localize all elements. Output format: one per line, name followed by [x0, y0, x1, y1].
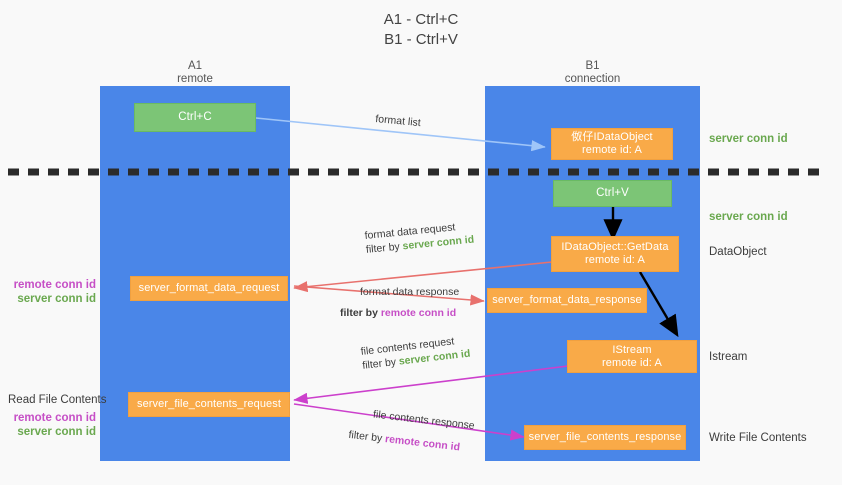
box-server-format-data-response-label: server_format_data_response [492, 294, 642, 306]
box-server-file-contents-response[interactable]: server_file_contents_response [524, 425, 686, 450]
right-label-server-conn-id-top: server conn id [709, 133, 788, 145]
edge-label-format-data-response-filter: filter by remote conn id [340, 306, 459, 320]
filter-prefix: filter by [340, 307, 381, 319]
filter-prefix: filter by [365, 240, 404, 256]
diagram-title: A1 - Ctrl+C B1 - Ctrl+V [0, 10, 842, 50]
edge-label-format-data-response: format data response filter by remote co… [340, 285, 460, 320]
box-istream-line1: IStream [612, 343, 652, 356]
box-istream[interactable]: IStream remote id: A [567, 340, 697, 373]
box-istream-line2: remote id: A [602, 356, 662, 369]
box-server-format-data-request-label: server_format_data_request [138, 282, 280, 294]
right-label-istream: Istream [709, 351, 748, 363]
lane-header-a1: A1 remote [100, 60, 290, 86]
box-server-file-contents-response-label: server_file_contents_response [528, 431, 682, 443]
lane-header-a1-name: A1 [187, 60, 203, 72]
box-getdata-line1: IDataObject::GetData [561, 241, 669, 253]
box-server-file-contents-request[interactable]: server_file_contents_request [128, 392, 290, 417]
left-label-server-conn-id-2: server conn id [17, 426, 96, 438]
box-server-format-data-response[interactable]: server_format_data_response [487, 288, 647, 313]
right-label-dataobject: DataObject [709, 246, 767, 258]
diagram-title-line2: B1 - Ctrl+V [384, 31, 458, 48]
edge-label-file-contents-response-text: file contents response [372, 408, 476, 432]
edge-label-file-contents-response: file contents response filter by remote … [348, 405, 476, 456]
edge-label-format-data-request: format data request filter by server con… [364, 219, 475, 257]
lane-header-b1-sub: connection [564, 73, 621, 85]
box-idataobject-line1: 伮仔IDataObject [571, 131, 653, 143]
edge-label-file-contents-response-filter: filter by remote conn id [348, 428, 473, 456]
lane-header-a1-sub: remote [177, 73, 213, 85]
edge-label-file-contents-request: file contents request filter by server c… [360, 333, 471, 373]
edge-label-format-list: format list [375, 112, 422, 130]
box-idataobject-remote[interactable]: 伮仔IDataObject remote id: A [551, 128, 673, 160]
edge-label-format-list-text: format list [374, 112, 422, 130]
lane-header-b1: B1 connection [485, 60, 700, 86]
filter-key-remote-conn-id: remote conn id [384, 433, 461, 454]
diagram-title-line1: A1 - Ctrl+C [383, 11, 459, 28]
left-label-group-file: remote conn id server conn id [10, 411, 96, 439]
right-label-server-conn-id-second: server conn id [709, 211, 788, 223]
box-ctrl-c[interactable]: Ctrl+C [134, 103, 256, 132]
box-idataobject-line2: remote id: A [582, 144, 642, 156]
left-label-remote-conn-id-1: remote conn id [13, 279, 96, 291]
box-ctrl-v-label: Ctrl+V [596, 187, 629, 199]
left-label-group-format: remote conn id server conn id [10, 278, 96, 306]
box-server-format-data-request[interactable]: server_format_data_request [130, 276, 288, 301]
lane-header-b1-name: B1 [585, 60, 600, 72]
right-label-write-file-contents: Write File Contents [709, 432, 807, 444]
box-server-file-contents-request-label: server_file_contents_request [136, 398, 282, 410]
box-ctrl-v[interactable]: Ctrl+V [553, 180, 672, 207]
edge-label-format-data-response-text: format data response [360, 286, 460, 298]
filter-prefix: filter by [361, 355, 400, 372]
filter-key-remote-conn-id: remote conn id [380, 307, 457, 319]
filter-prefix: filter by [347, 428, 386, 445]
box-ctrl-c-label: Ctrl+C [178, 111, 212, 123]
left-label-read-file-contents: Read File Contents [8, 394, 107, 406]
left-label-remote-conn-id-2: remote conn id [13, 412, 96, 424]
box-idataobject-getdata[interactable]: IDataObject::GetData remote id: A [551, 236, 679, 272]
left-label-server-conn-id-1: server conn id [17, 293, 96, 305]
box-getdata-line2: remote id: A [585, 254, 645, 266]
